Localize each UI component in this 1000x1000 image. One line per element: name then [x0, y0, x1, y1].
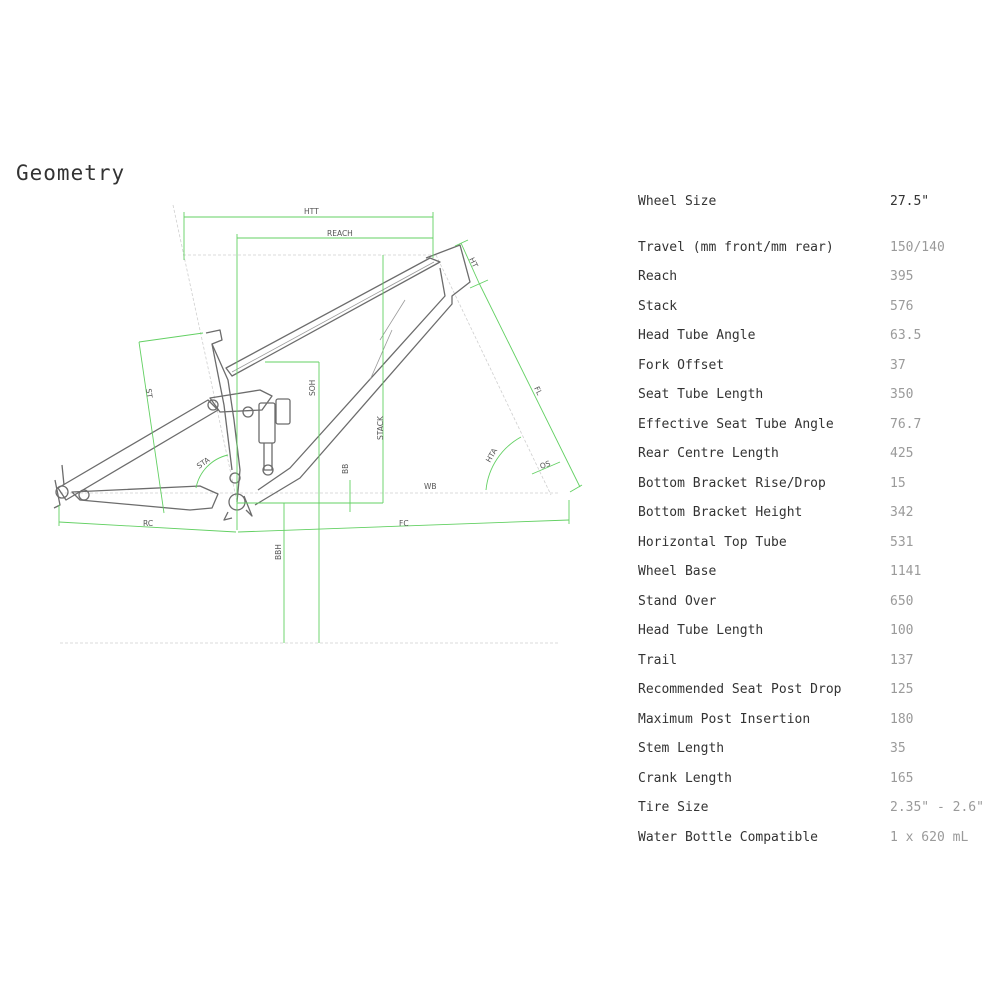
label-sta: STA [195, 455, 212, 471]
spec-label: Stem Length [638, 741, 725, 757]
spec-value: 1 x 620 mL [890, 829, 969, 845]
spec-value: 395 [890, 269, 914, 285]
spec-row: Seat Tube Length 350 [638, 380, 1000, 410]
label-bbh: BBH [274, 544, 283, 560]
spec-value: 100 [890, 623, 914, 639]
spec-value: 27.5" [890, 194, 930, 210]
spec-label: Effective Seat Tube Angle [638, 416, 834, 432]
spec-label: Bottom Bracket Height [638, 505, 803, 521]
dimension-lines [58, 212, 583, 643]
spec-value: 35 [890, 741, 906, 757]
spec-label: Stand Over [638, 593, 717, 609]
spec-value: 125 [890, 682, 914, 698]
label-os: OS [539, 459, 552, 471]
label-ht: HT [467, 256, 480, 270]
spec-value: 342 [890, 505, 914, 521]
dimension-labels: HTT REACH HT FL ST SOH STACK STA BB HTA … [143, 207, 552, 560]
spec-row: Trail 137 [638, 646, 1000, 676]
spec-row: Stem Length 35 [638, 734, 1000, 764]
spec-row: Recommended Seat Post Drop 125 [638, 675, 1000, 705]
spec-label: Head Tube Length [638, 623, 764, 639]
spec-label: Bottom Bracket Rise/Drop [638, 475, 826, 491]
spec-label: Tire Size [638, 800, 709, 816]
spec-row-wheel-size: Wheel Size 27.5" [638, 187, 1000, 217]
spec-value: 37 [890, 357, 906, 373]
spec-row: Bottom Bracket Height 342 [638, 498, 1000, 528]
geometry-spec-table: Wheel Size 27.5" Travel (mm front/mm rear… [638, 187, 1000, 852]
spec-row: Travel (mm front/mm rear) 150/140 [638, 233, 1000, 263]
spec-row: Rear Centre Length 425 [638, 439, 1000, 469]
spec-value: 76.7 [890, 416, 922, 432]
spec-value: 2.35" - 2.6" [890, 800, 984, 816]
reference-lines [60, 204, 560, 644]
spec-label: Wheel Size [638, 194, 717, 210]
label-rc: RC [143, 519, 153, 528]
spec-value: 350 [890, 387, 914, 403]
spec-label: Stack [638, 298, 678, 314]
spec-row: Stand Over 650 [638, 587, 1000, 617]
spec-row: Reach 395 [638, 262, 1000, 292]
geometry-diagram: HTT REACH HT FL ST SOH STACK STA BB HTA … [53, 204, 583, 644]
spec-label: Trail [638, 652, 678, 668]
label-fl: FL [532, 385, 544, 397]
spec-value: 531 [890, 534, 914, 550]
spec-row: Fork Offset 37 [638, 351, 1000, 381]
label-htt: HTT [304, 207, 319, 216]
spec-label: Crank Length [638, 770, 732, 786]
spec-label: Fork Offset [638, 357, 725, 373]
spec-value: 63.5 [890, 328, 922, 344]
spec-row: Stack 576 [638, 292, 1000, 322]
spec-label: Reach [638, 269, 678, 285]
spec-row: Head Tube Length 100 [638, 616, 1000, 646]
label-hta: HTA [484, 446, 500, 464]
label-soh: SOH [308, 380, 317, 396]
label-fc: FC [399, 519, 409, 528]
spec-row: Water Bottle Compatible 1 x 620 mL [638, 823, 1000, 853]
spec-label: Head Tube Angle [638, 328, 756, 344]
spec-row: Crank Length 165 [638, 764, 1000, 794]
label-stack: STACK [376, 415, 385, 440]
spec-label: Maximum Post Insertion [638, 711, 811, 727]
spec-value: 576 [890, 298, 914, 314]
label-bb: BB [341, 464, 350, 474]
spec-value: 425 [890, 446, 914, 462]
spec-row: Maximum Post Insertion 180 [638, 705, 1000, 735]
spec-label: Water Bottle Compatible [638, 829, 819, 845]
spec-label: Rear Centre Length [638, 446, 779, 462]
bike-frame [53, 244, 471, 521]
spec-row: Tire Size 2.35" - 2.6" [638, 793, 1000, 823]
spec-value: 15 [890, 475, 906, 491]
label-wb: WB [424, 482, 437, 491]
spec-row: Bottom Bracket Rise/Drop 15 [638, 469, 1000, 499]
spec-value: 150/140 [890, 239, 945, 255]
spec-value: 180 [890, 711, 914, 727]
spec-value: 650 [890, 593, 914, 609]
spec-label: Horizontal Top Tube [638, 534, 787, 550]
spec-row: Wheel Base 1141 [638, 557, 1000, 587]
label-reach: REACH [327, 229, 353, 238]
spec-value: 165 [890, 770, 914, 786]
label-st: ST [144, 388, 154, 399]
spec-value: 1141 [890, 564, 922, 580]
spec-label: Travel (mm front/mm rear) [638, 239, 834, 255]
spec-label: Recommended Seat Post Drop [638, 682, 842, 698]
spec-row: Horizontal Top Tube 531 [638, 528, 1000, 558]
spec-row: Effective Seat Tube Angle 76.7 [638, 410, 1000, 440]
rear-axle [55, 485, 69, 499]
spec-label: Wheel Base [638, 564, 717, 580]
spec-value: 137 [890, 652, 914, 668]
spec-label: Seat Tube Length [638, 387, 764, 403]
spec-row: Head Tube Angle 63.5 [638, 321, 1000, 351]
page-title: Geometry [16, 161, 126, 185]
